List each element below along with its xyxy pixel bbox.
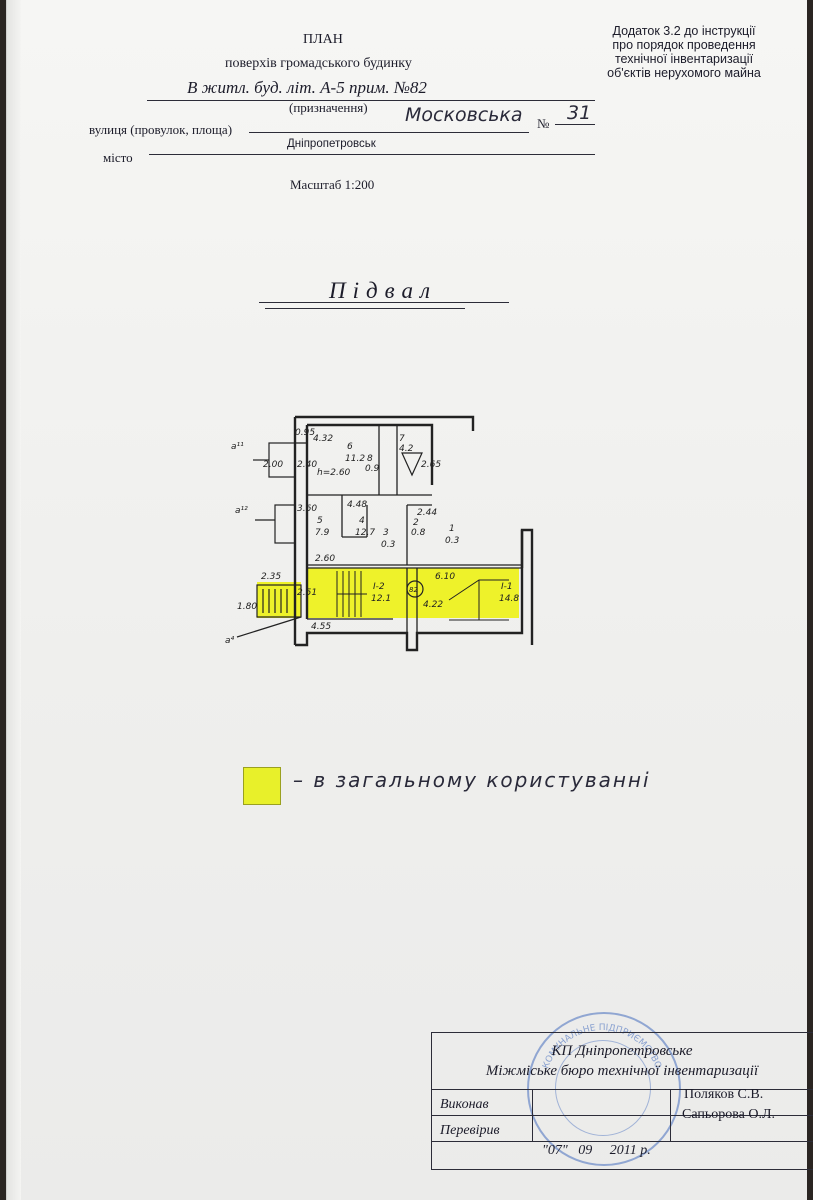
label-r5: 5 — [317, 516, 323, 526]
seal-text-ring: КОМУНАЛЬНЕ ПІДПРИЄМСТВО — [541, 1023, 662, 1070]
label-w455: 4.55 — [311, 622, 331, 632]
label-w610: 6.10 — [435, 572, 455, 582]
street-label: вулиця (провулок, площа) — [89, 122, 233, 137]
label-ri1a: 14.8 — [499, 594, 519, 604]
legend-swatch — [243, 767, 281, 805]
label-w251: 2.51 — [297, 588, 317, 598]
purpose-label: (призначення) — [289, 100, 368, 115]
label-r2a: 0.8 — [411, 528, 426, 538]
label-r6: 6 — [347, 442, 353, 452]
shared-area-i1 — [407, 568, 519, 618]
floor-title: Підвал — [329, 278, 437, 303]
stamp-org-2: Міжміське бюро технічної інвентаризації — [485, 1063, 759, 1079]
label-w260: 2.60 — [315, 554, 335, 564]
label-n82: 82 — [409, 586, 418, 594]
label-r1: 1 — [449, 524, 455, 534]
round-seal-inner — [555, 1040, 651, 1136]
appendix-line-3: технічної інвентаризації — [614, 52, 754, 66]
city-value: Дніпропетровськ — [287, 138, 376, 150]
label-w095: 0.95 — [295, 428, 315, 438]
city-underline — [149, 154, 595, 155]
shared-area-i2 — [307, 568, 417, 618]
label-r7a: 4.2 — [399, 444, 414, 454]
city-label: місто — [103, 150, 133, 165]
scale-label: Масштаб 1:200 — [290, 177, 375, 192]
label-w240: 2.40 — [297, 460, 317, 470]
stamp-col-divider-2 — [670, 1089, 671, 1141]
appendix-line-1: Додаток 3.2 до інструкції — [612, 24, 756, 38]
appendix-line-4: об'єктів нерухомого майна — [607, 66, 761, 80]
label-r3a: 0.3 — [381, 540, 396, 550]
label-d4: а⁴ — [225, 636, 235, 646]
stamp-col-divider-1 — [532, 1089, 533, 1141]
label-w244: 2.44 — [417, 508, 437, 518]
label-r4: 4 — [359, 516, 365, 526]
number-value: 31 — [567, 102, 592, 124]
label-w448: 4.48 — [347, 500, 367, 510]
purpose-value: В житл. буд. літ. А-5 прим. №82 — [187, 78, 427, 97]
floor-title-underline-1 — [259, 302, 509, 303]
executed-name: Поляков С.В. — [684, 1087, 764, 1102]
label-w235: 2.35 — [261, 572, 281, 582]
basement-floor-plan: а¹¹ 0.95 4.32 6 11.2 7 4.2 8 0.9 h=2.60 … — [225, 415, 534, 652]
label-ri2: І-2 — [373, 582, 385, 592]
label-r6a: 11.2 — [345, 454, 365, 464]
page-edge — [7, 0, 21, 1200]
stamp-date: "07" 09 2011 р. — [542, 1143, 651, 1158]
label-w265: 2.65 — [421, 460, 441, 470]
label-w200: 2.00 — [263, 460, 283, 470]
label-r3: 3 — [383, 528, 389, 538]
label-w360: 3.60 — [297, 504, 317, 514]
plan-title: ПЛАН — [303, 32, 343, 47]
executed-label: Виконав — [440, 1097, 489, 1112]
legend-text: – в загальному користуванні — [293, 768, 651, 792]
label-w432: 4.32 — [313, 434, 333, 444]
shared-area-entrance — [257, 582, 301, 618]
number-underline — [555, 124, 595, 125]
label-ri2a: 12.1 — [371, 594, 391, 604]
label-r1a: 0.3 — [445, 536, 460, 546]
stamp-divider-2 — [432, 1115, 813, 1116]
stamp-org-1: КП Дніпропетровське — [551, 1043, 693, 1059]
label-r5a: 7.9 — [315, 528, 330, 538]
label-d12: а¹² — [235, 506, 248, 516]
purpose-underline — [147, 100, 595, 101]
number-label: № — [537, 116, 550, 131]
street-underline — [249, 132, 529, 133]
floor-title-underline-2 — [265, 308, 465, 309]
label-ri1: І-1 — [501, 582, 513, 592]
checked-label: Перевірив — [440, 1123, 500, 1138]
label-h: h=2.60 — [317, 468, 351, 478]
label-r4a: 12.7 — [355, 528, 375, 538]
label-d11: а¹¹ — [231, 442, 244, 452]
label-r7: 7 — [399, 434, 405, 444]
label-w422: 4.22 — [423, 600, 443, 610]
appendix-line-2: про порядок проведення — [612, 38, 756, 52]
stamp-divider-3 — [432, 1141, 813, 1142]
document-page: Додаток 3.2 до інструкції про порядок пр… — [6, 0, 813, 1200]
stamp-divider-1 — [432, 1089, 813, 1090]
checked-name: Сапьорова О.Л. — [682, 1107, 775, 1122]
label-r8a: 0.9 — [365, 464, 380, 474]
executor-stamp-table: КП Дніпропетровське Міжміське бюро техні… — [431, 1032, 813, 1170]
label-r2: 2 — [413, 518, 419, 528]
street-value: Московська — [405, 104, 523, 126]
label-w180: 1.80 — [237, 602, 257, 612]
plan-subtitle: поверхів громадського будинку — [225, 56, 412, 71]
label-r8: 8 — [367, 454, 373, 464]
